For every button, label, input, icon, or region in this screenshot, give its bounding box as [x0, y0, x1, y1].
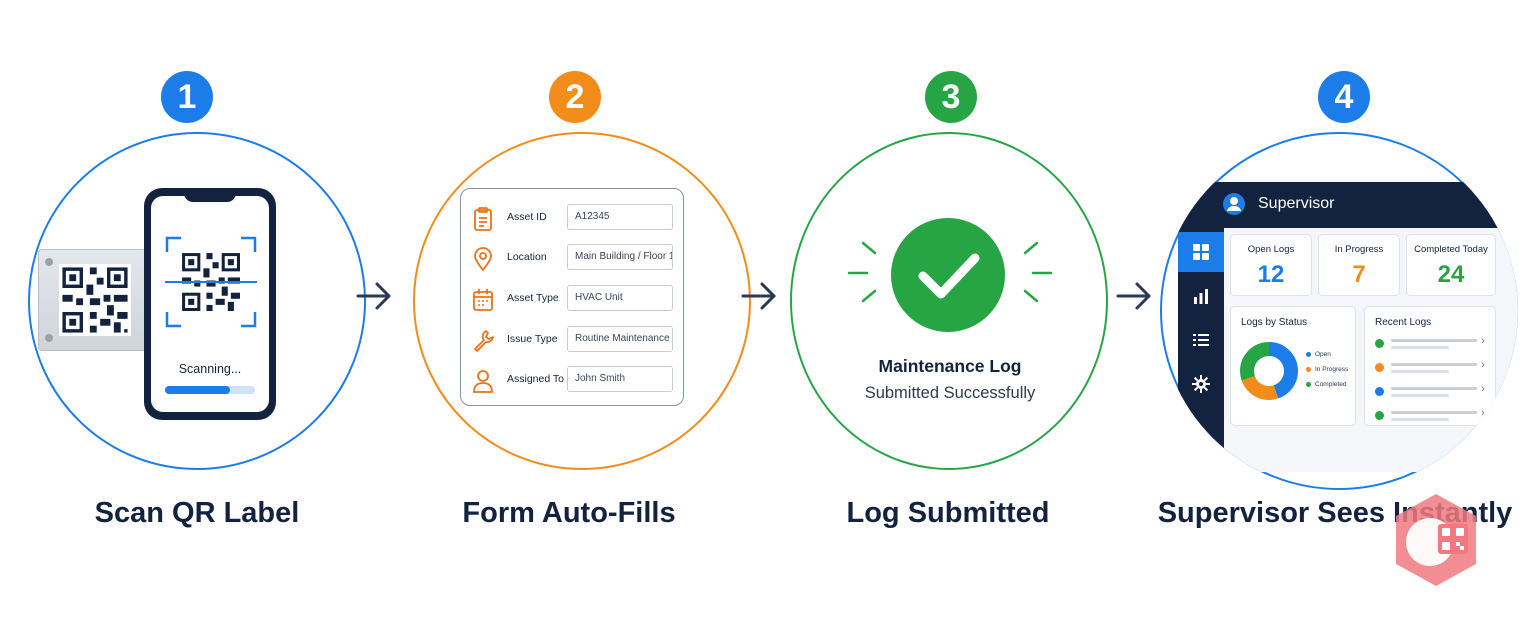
- bar-chart-icon: [1194, 289, 1208, 304]
- recent-logs-card: Recent Logs › › › ›: [1364, 306, 1496, 426]
- step-3-title: Log Submitted: [846, 497, 1050, 529]
- legend-item-open: Open: [1306, 351, 1331, 358]
- success-subtitle: Submitted Successfully: [864, 384, 1036, 402]
- success-title: Maintenance Log: [878, 356, 1022, 376]
- smartphone: Scanning...: [144, 188, 276, 420]
- clipboard-icon: [474, 207, 492, 231]
- chevron-right-icon: ›: [1481, 359, 1485, 371]
- form-row-assigned-to: Assigned To John Smith: [461, 366, 685, 396]
- sidebar-item-list[interactable]: [1178, 320, 1224, 360]
- step-1-title: Scan QR Label: [94, 497, 300, 529]
- list-item[interactable]: ›: [1375, 407, 1491, 423]
- stat-label: Open Logs: [1247, 244, 1295, 255]
- list-item[interactable]: ›: [1375, 335, 1491, 351]
- step-4-badge: 4: [1318, 71, 1370, 123]
- scan-frame-icon: [165, 236, 257, 328]
- step-2-badge: 2: [549, 71, 601, 123]
- dashboard-sidebar: [1178, 228, 1224, 478]
- list-icon: [1193, 334, 1209, 346]
- asset-type-field[interactable]: HVAC Unit: [567, 285, 673, 311]
- success-sparkle-icon: [847, 241, 1053, 303]
- assigned-to-field[interactable]: John Smith: [567, 366, 673, 392]
- watermark-logo-icon: [1396, 494, 1476, 586]
- wrench-icon: [474, 330, 494, 352]
- supervisor-dashboard-frame: Supervisor Open Logs 12 In Progress 7: [1160, 132, 1518, 490]
- chevron-right-icon: ›: [1481, 383, 1485, 395]
- gear-icon: [1192, 375, 1210, 393]
- chevron-right-icon: ›: [1481, 407, 1485, 419]
- form-row-asset-id: Asset ID A12345: [461, 204, 685, 234]
- form-row-issue-type: Issue Type Routine Maintenance: [461, 326, 685, 356]
- location-field[interactable]: Main Building / Floor 1: [567, 244, 673, 270]
- calendar-icon: [473, 289, 493, 311]
- field-label: Location: [507, 251, 547, 263]
- chevron-right-icon: ›: [1481, 335, 1485, 347]
- arrow-right-icon: [1116, 282, 1151, 310]
- form-row-location: Location Main Building / Floor 1: [461, 244, 685, 274]
- legend-item-completed: Completed: [1306, 381, 1346, 388]
- field-label: Assigned To: [507, 373, 565, 385]
- qr-code-icon: [59, 264, 131, 336]
- sidebar-item-settings[interactable]: [1178, 364, 1224, 404]
- list-item[interactable]: ›: [1375, 383, 1491, 399]
- supervisor-dashboard: Supervisor Open Logs 12 In Progress 7: [1178, 182, 1518, 478]
- list-item[interactable]: ›: [1375, 359, 1491, 375]
- field-label: Asset Type: [507, 292, 559, 304]
- stat-label: In Progress: [1334, 244, 1384, 255]
- legend-item-in-progress: In Progress: [1306, 366, 1348, 373]
- success-check-icon: [891, 218, 1005, 332]
- scanning-status: Scanning...: [178, 362, 242, 376]
- asset-id-field[interactable]: A12345: [567, 204, 673, 230]
- dashboard-user-title: Supervisor: [1258, 195, 1335, 212]
- stat-label: Completed Today: [1414, 244, 1488, 255]
- field-label: Issue Type: [507, 333, 558, 345]
- card-title: Logs by Status: [1241, 317, 1308, 328]
- field-label: Asset ID: [507, 211, 547, 223]
- sidebar-item-dashboard[interactable]: [1178, 232, 1224, 272]
- avatar[interactable]: [1222, 192, 1246, 216]
- auto-fill-form: Asset ID A12345 Location Main Building /…: [460, 188, 684, 406]
- stat-value: 24: [1437, 261, 1465, 288]
- arrow-right-icon: [356, 282, 391, 310]
- step-1-badge: 1: [161, 71, 213, 123]
- grid-icon: [1193, 244, 1209, 260]
- logs-by-status-card: Logs by Status Open In Progress Complete…: [1230, 306, 1356, 426]
- card-title: Recent Logs: [1375, 317, 1432, 328]
- scan-progress-fill: [165, 386, 230, 394]
- phone-screen: Scanning...: [151, 196, 269, 412]
- stat-value: 7: [1352, 261, 1366, 288]
- stat-card-open-logs[interactable]: Open Logs 12: [1230, 234, 1312, 296]
- stat-card-completed-today[interactable]: Completed Today 24: [1406, 234, 1496, 296]
- stat-value: 12: [1257, 261, 1285, 288]
- scan-progress-bar: [165, 386, 255, 394]
- sidebar-item-reports[interactable]: [1178, 276, 1224, 316]
- stat-card-in-progress[interactable]: In Progress 7: [1318, 234, 1400, 296]
- donut-chart: [1240, 342, 1298, 400]
- dashboard-header: Supervisor: [1178, 182, 1518, 228]
- arrow-right-icon: [741, 282, 776, 310]
- issue-type-field[interactable]: Routine Maintenance: [567, 326, 673, 352]
- form-row-asset-type: Asset Type HVAC Unit: [461, 285, 685, 315]
- user-icon: [473, 370, 493, 393]
- step-3-badge: 3: [925, 71, 977, 123]
- location-pin-icon: [474, 247, 492, 272]
- step-2-title: Form Auto-Fills: [462, 497, 676, 529]
